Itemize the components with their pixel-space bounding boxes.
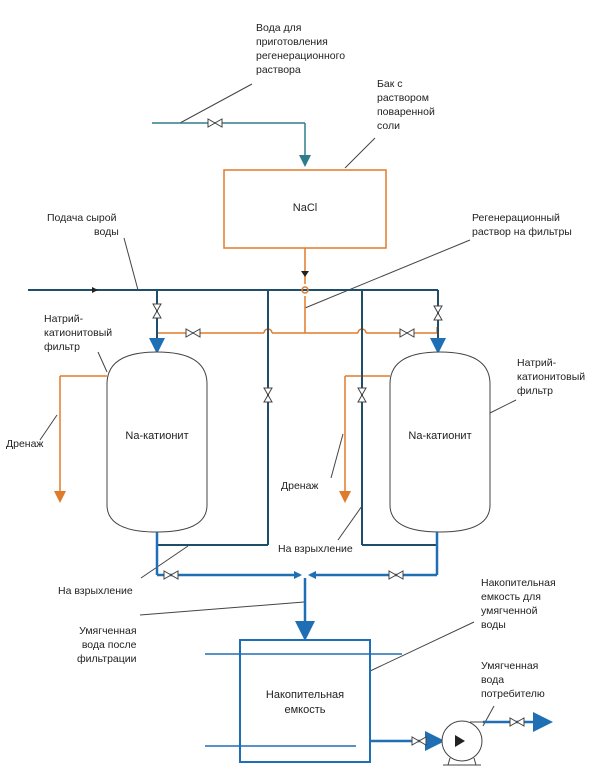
- filter-right-label: Na-катионит: [408, 430, 472, 442]
- filter-right: [389, 351, 491, 533]
- filter-left-label: Na-катионит: [125, 430, 189, 442]
- salt-tank: [223, 169, 387, 249]
- filter-left: [106, 351, 208, 533]
- label-drain-right: Дренаж: [281, 480, 319, 492]
- pump-icon: [441, 720, 484, 766]
- label-drain-left: Дренаж: [6, 438, 44, 450]
- leader-lines: [39, 83, 517, 727]
- valves: [152, 118, 525, 746]
- nacl-label: NaCl: [292, 202, 318, 214]
- prep-water-line: [152, 122, 311, 167]
- label-backwash-right: На взрыхление: [278, 543, 353, 555]
- label-backwash-left: На взрыхление: [58, 585, 133, 597]
- storage-tank: [239, 639, 371, 763]
